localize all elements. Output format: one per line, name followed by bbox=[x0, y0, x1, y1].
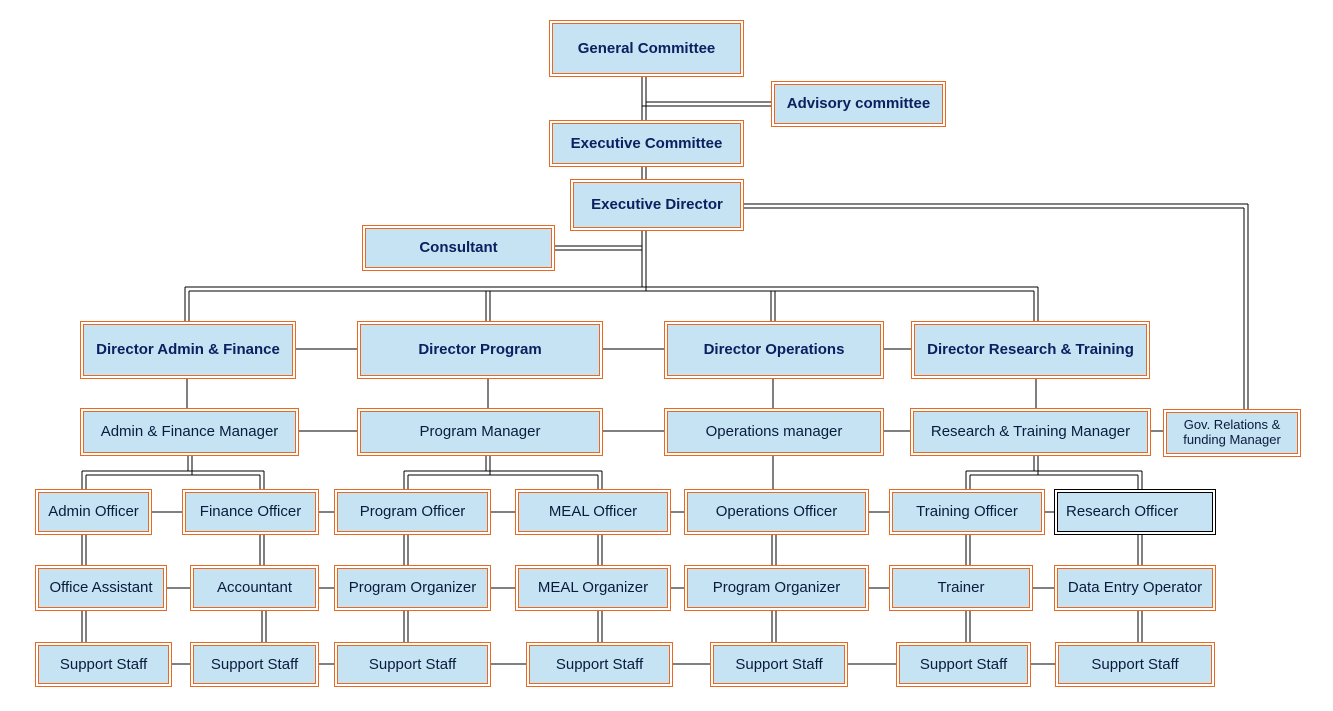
finance-officer-box: Finance Officer bbox=[185, 492, 316, 532]
general-committee-box: General Committee bbox=[552, 23, 741, 74]
trainer-box: Trainer bbox=[892, 568, 1030, 608]
executive-director-box: Executive Director bbox=[573, 182, 741, 228]
advisory-committee-box: Advisory committee bbox=[774, 84, 943, 124]
support-staff-box: Support Staff bbox=[899, 645, 1028, 684]
support-staff-box: Support Staff bbox=[193, 645, 316, 684]
director-admin-finance-box: Director Admin & Finance bbox=[83, 324, 293, 376]
gov-relations-manager-box: Gov. Relations & funding Manager bbox=[1166, 412, 1298, 454]
executive-committee-box: Executive Committee bbox=[552, 123, 741, 164]
operations-officer-box: Operations Officer bbox=[687, 492, 866, 532]
research-officer-box: Research Officer bbox=[1057, 492, 1213, 532]
support-staff-box: Support Staff bbox=[529, 645, 670, 684]
director-research-training-box: Director Research & Training bbox=[914, 324, 1147, 376]
accountant-box: Accountant bbox=[193, 568, 316, 608]
support-staff-box: Support Staff bbox=[337, 645, 488, 684]
meal-officer-box: MEAL Officer bbox=[518, 492, 668, 532]
operations-program-organizer-box: Program Organizer bbox=[687, 568, 866, 608]
director-operations-box: Director Operations bbox=[667, 324, 881, 376]
program-manager-box: Program Manager bbox=[360, 411, 600, 453]
consultant-box: Consultant bbox=[365, 228, 552, 268]
office-assistant-box: Office Assistant bbox=[38, 568, 164, 608]
data-entry-operator-box: Data Entry Operator bbox=[1057, 568, 1213, 608]
support-staff-box: Support Staff bbox=[1058, 645, 1212, 684]
support-staff-box: Support Staff bbox=[713, 645, 845, 684]
admin-officer-box: Admin Officer bbox=[38, 492, 149, 532]
meal-organizer-box: MEAL Organizer bbox=[518, 568, 668, 608]
program-organizer-box: Program Organizer bbox=[337, 568, 488, 608]
operations-manager-box: Operations manager bbox=[667, 411, 881, 453]
director-program-box: Director Program bbox=[360, 324, 600, 376]
training-officer-box: Training Officer bbox=[892, 492, 1042, 532]
support-staff-box: Support Staff bbox=[38, 645, 169, 684]
program-officer-box: Program Officer bbox=[337, 492, 488, 532]
admin-finance-manager-box: Admin & Finance Manager bbox=[83, 411, 296, 453]
research-training-manager-box: Research & Training Manager bbox=[913, 411, 1148, 453]
